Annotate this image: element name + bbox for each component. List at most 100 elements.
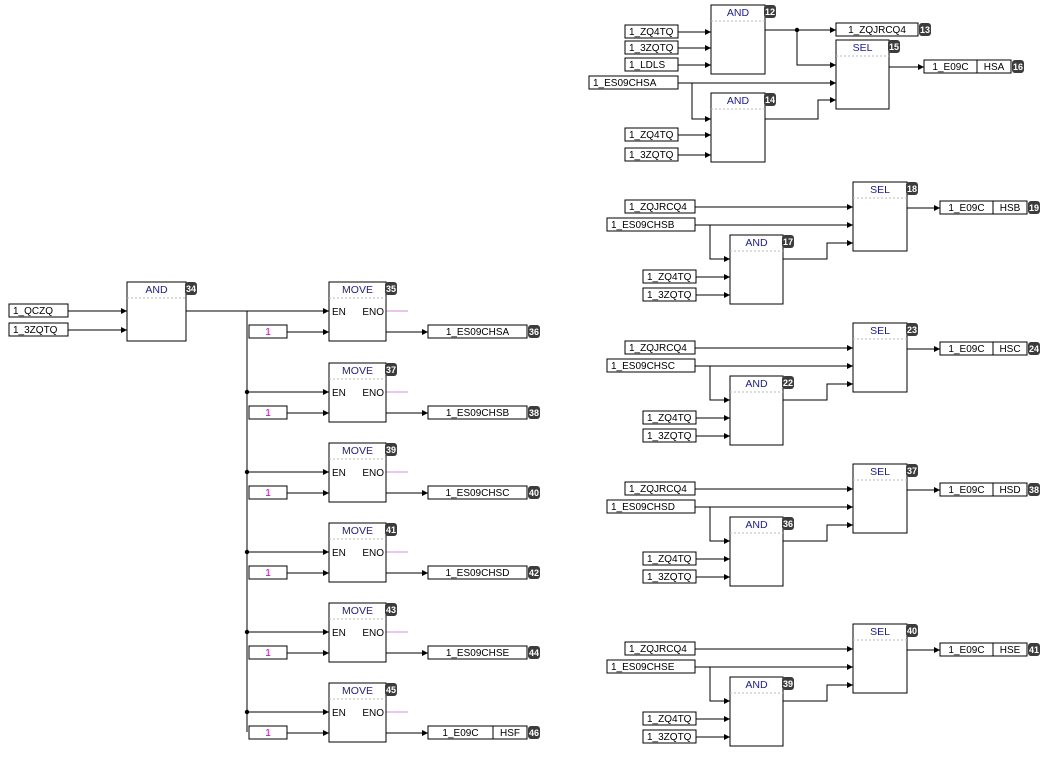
and12-input-0[interactable]: 1_ZQ4TQ [624,24,679,39]
output-box-frame [427,645,528,660]
group-and-input-1[interactable]: 1_3ZQTQ [642,428,697,443]
variable-box-frame [8,303,69,318]
group-chs-input[interactable]: 1_ES09CHSB [606,217,696,232]
block-frame [710,4,766,75]
badge-number: 13 [920,25,930,35]
block-title: MOVE [342,685,373,697]
variable-label: 1_3ZQTQ [647,572,692,583]
variable-label: 1_ZQ4TQ [629,27,674,38]
group-zq-input[interactable]: 1_ZQJRCQ4 [624,481,696,496]
input-variable-qczq[interactable]: 1_QCZQ [8,303,69,318]
wire [765,96,836,120]
variable-box-frame [606,358,696,373]
move-eno-label: ENO [362,388,384,399]
output-box-frame [427,485,528,500]
block-number-badge: 17 [782,235,794,248]
move-en-label: EN [332,708,346,719]
and12-input-1[interactable]: 1_3ZQTQ [624,40,679,55]
group-chs-input[interactable]: 1_ES09CHSE [606,659,696,674]
block-number-badge: 23 [906,323,918,336]
chs-variable-a[interactable]: 1_ES09CHSA [588,75,679,90]
output-box-frame [923,59,1012,74]
group-chs-input[interactable]: 1_ES09CHSC [606,358,696,373]
variable-box-frame [642,569,697,584]
badge-bg [528,566,540,579]
block-number-badge: 35 [385,282,397,295]
variable-box-frame [624,199,696,214]
group-zq-input[interactable]: 1_ZQJRCQ4 [624,340,696,355]
constant-box[interactable]: 1 [248,324,288,339]
group-and-input-0[interactable]: 1_ZQ4TQ [642,551,697,566]
badge-number: 24 [1029,344,1039,354]
output-label: 1_E09C [948,485,984,496]
badge-bg [782,517,794,530]
group-chs-input[interactable]: 1_ES09CHSD [606,499,696,514]
group-and-input-0[interactable]: 1_ZQ4TQ [642,269,697,284]
and14-input-1[interactable]: 1_3ZQTQ [624,147,679,162]
and14-input-0[interactable]: 1_ZQ4TQ [624,127,679,142]
badge-number: 42 [529,568,539,578]
block-frame [835,39,890,110]
variable-label: 1_ES09CHSA [593,78,657,89]
constant-value: 1 [265,728,271,739]
block-frame [328,682,387,743]
constant-box[interactable]: 1 [248,645,288,660]
block-frame [729,516,784,587]
constant-box[interactable]: 1 [248,565,288,580]
group-zq-input[interactable]: 1_ZQJRCQ4 [624,199,696,214]
constant-box[interactable]: 1 [248,405,288,420]
group-zq-input[interactable]: 1_ZQJRCQ4 [624,641,696,656]
badge-bg [528,646,540,659]
output-suffix: HSB [1000,203,1021,214]
group-and-input-0[interactable]: 1_ZQ4TQ [642,711,697,726]
group-and-input-1[interactable]: 1_3ZQTQ [642,569,697,584]
group-and-input-1[interactable]: 1_3ZQTQ [642,287,697,302]
badge-number: 36 [529,327,539,337]
constant-box[interactable]: 1 [248,725,288,740]
output-suffix: HSE [1000,645,1021,656]
group-and-input-0[interactable]: 1_ZQ4TQ [642,410,697,425]
block-title: AND [745,378,768,390]
output-box-frame [427,565,528,580]
block-frame [710,92,766,163]
variable-label: 1_3ZQTQ [13,325,58,336]
group-and-input-1[interactable]: 1_3ZQTQ [642,729,697,744]
input-variable-3zqtq[interactable]: 1_3ZQTQ [8,322,69,337]
output-label: 1_ES09CHSE [446,648,510,659]
constant-box[interactable]: 1 [248,485,288,500]
wire [709,225,730,263]
and12-input-2[interactable]: 1_LDLS [624,57,679,72]
badge-bg [782,677,794,690]
